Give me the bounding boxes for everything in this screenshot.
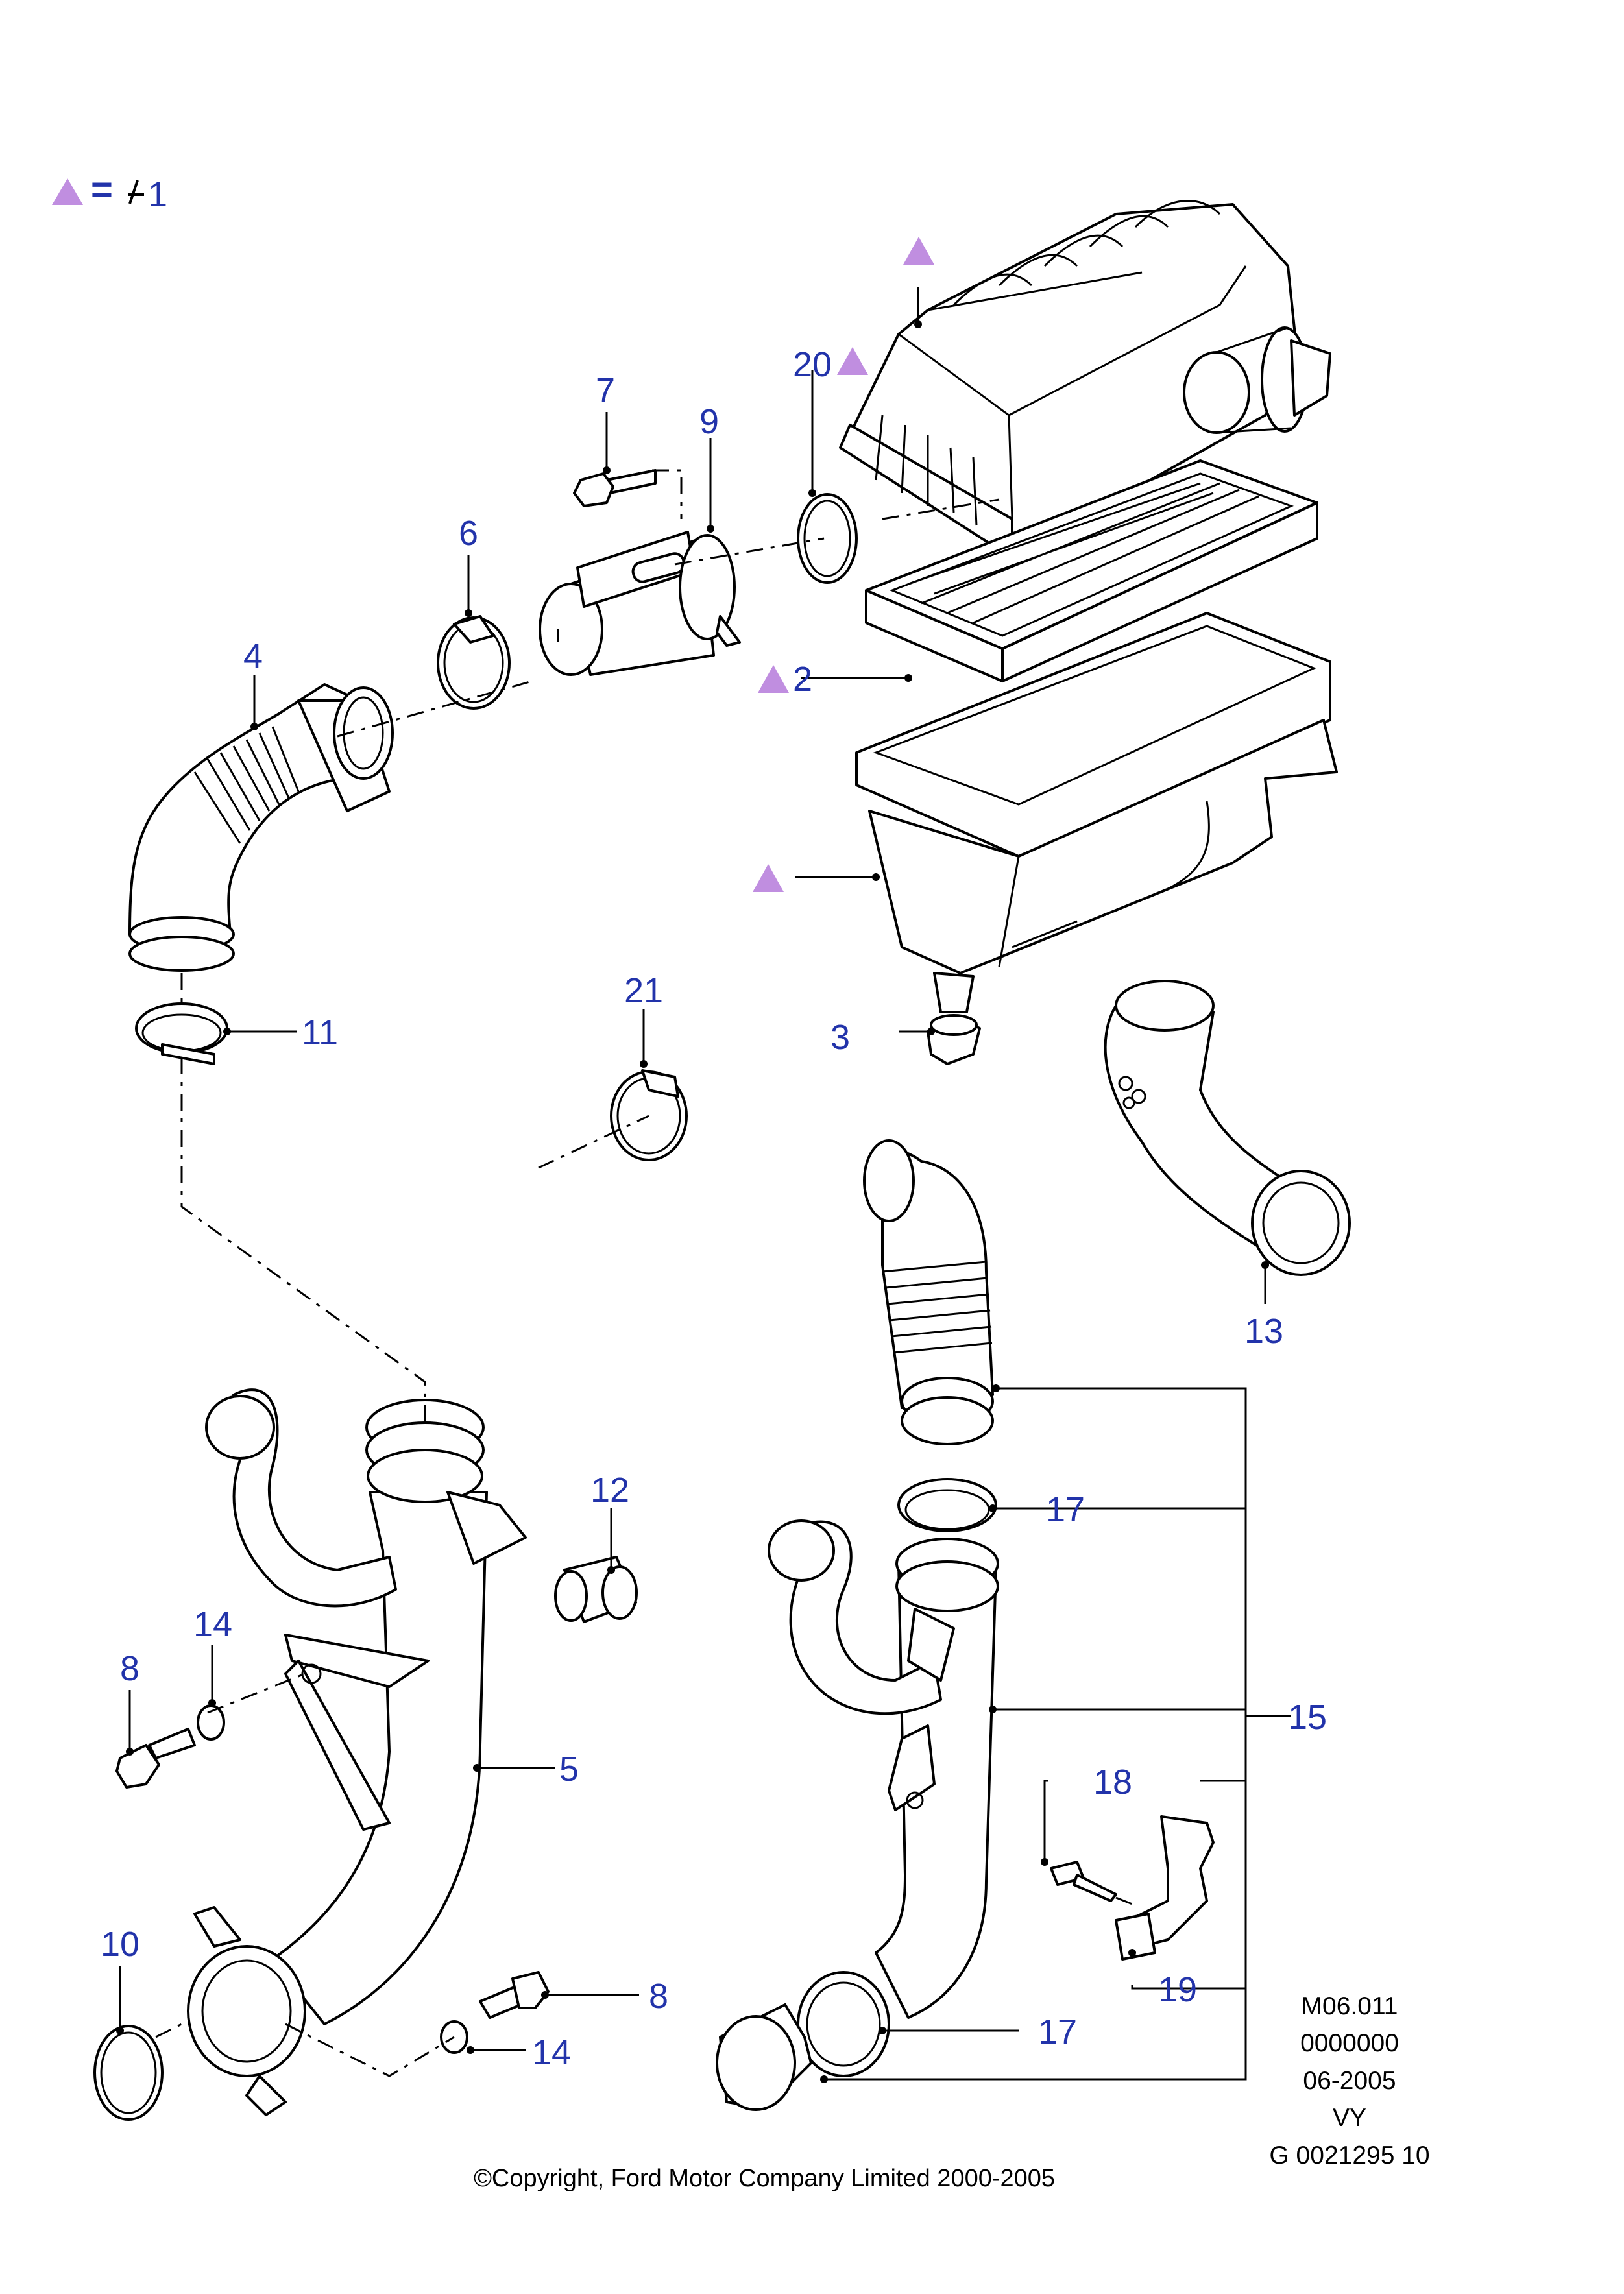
air-cleaner-body [855,612,1338,1013]
hose-clamp [897,1478,997,1532]
leader-lines [116,287,1291,2083]
modification-markers [753,237,934,892]
label-17b: 17 [1038,2012,1077,2051]
label-18: 18 [1093,1763,1132,1802]
label-9: 9 [699,402,719,441]
marker-triangle-icon [837,347,868,375]
hose-clamp [437,615,511,710]
callout-labels: 20 2 3 4 5 6 7 8 8 9 10 11 12 13 14 14 1… [101,345,1327,2072]
bolt [115,1728,196,1789]
label-15: 15 [1288,1698,1327,1737]
crossed-t-icon [128,180,144,204]
marker-triangle-icon [52,178,83,205]
legend-equals: = [91,169,113,211]
clamp-and-boot [716,1971,890,2111]
marker-triangle-icon [758,665,789,693]
hose-clamp [610,1069,688,1161]
intercooler-pipe [187,1388,527,2116]
bolt [1050,1861,1117,1902]
air-cleaner-cover [839,200,1331,559]
label-10: 10 [101,1925,139,1964]
seal-ring [797,493,858,584]
label-8b: 8 [649,1977,668,2016]
seal-ring [93,2025,164,2121]
screw [573,469,657,507]
reference-variant: VY [1333,2104,1366,2132]
reference-date: 06-2005 [1303,2067,1396,2095]
label-19: 19 [1158,1970,1197,2009]
label-3: 3 [830,1018,850,1057]
bracket-clip [1115,1815,1215,1961]
intake-hose [128,683,394,972]
hose-clamp [135,1002,228,1065]
label-4: 4 [243,637,263,676]
marker-triangle-icon [903,237,934,265]
bolt [479,1971,550,2019]
label-14a: 14 [193,1605,232,1644]
rubber-buffer [554,1556,638,1623]
label-8a: 8 [120,1649,139,1688]
reference-code: M06.011 [1302,1992,1398,2020]
air-filter-element [865,459,1318,682]
alignment-lines [155,469,1133,2077]
drain-valve [927,1014,981,1065]
label-17a: 17 [1046,1490,1085,1529]
label-20: 20 [793,345,832,384]
copyright-notice: ©Copyright, Ford Motor Company Limited 2… [474,2165,1055,2192]
air-flow-sensor [539,531,741,676]
label-14b: 14 [532,2033,571,2072]
label-13: 13 [1244,1312,1283,1351]
legend-note-value: 1 [148,175,167,214]
legend: = 1 [52,169,167,214]
intercooler-pipe [768,1519,999,2019]
charge-air-hose [863,1139,994,1445]
label-12: 12 [590,1471,629,1510]
label-21: 21 [624,971,663,1010]
reference-block: M06.011 0000000 06-2005 VY G 0021295 10 [1269,1992,1429,2169]
air-duct [1104,980,1351,1276]
label-11: 11 [302,1013,338,1052]
marker-triangle-icon [753,864,784,892]
label-2: 2 [793,660,812,699]
label-7: 7 [596,371,615,410]
label-6: 6 [459,514,478,553]
label-5: 5 [559,1750,579,1789]
graphic-number: G 0021295 10 [1269,2142,1429,2169]
reference-number: 0000000 [1300,2029,1399,2057]
